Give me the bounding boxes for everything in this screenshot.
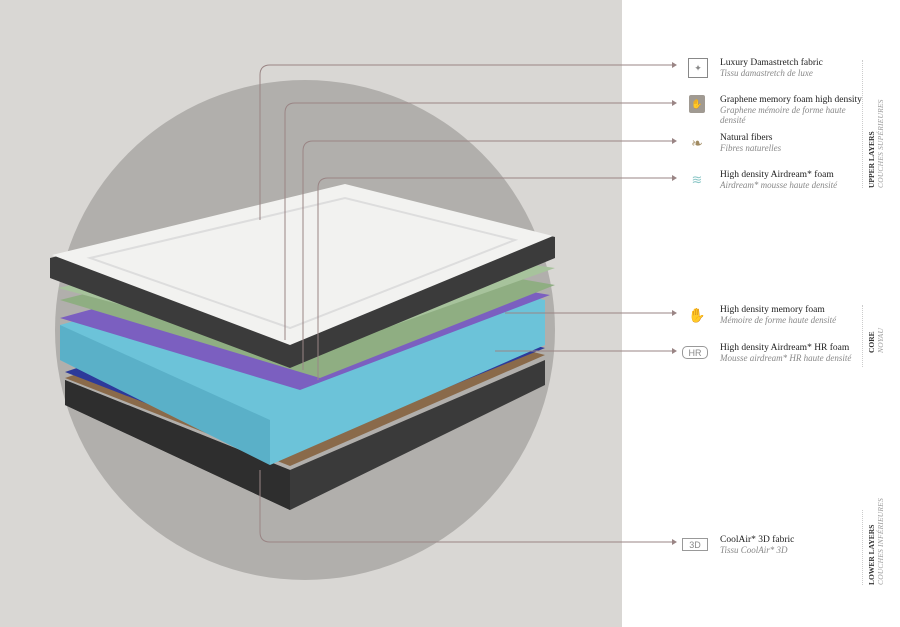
feature-subtitle: Mémoire de forme haute densité — [720, 315, 837, 325]
hand-print-icon: ✋ — [688, 306, 706, 323]
group-title: LOWER LAYERS — [867, 524, 876, 585]
hr-badge-icon: HR — [682, 346, 708, 359]
feature-title: High density memory foam — [720, 305, 825, 315]
leader-lines — [259, 64, 672, 543]
feature-subtitle: Tissu CoolAir* 3D — [720, 545, 788, 555]
group-subtitle: COUCHES SUPÉRIEURES — [876, 99, 885, 188]
feature-title: Luxury Damastretch fabric — [720, 58, 823, 68]
group-subtitle: NOYAU — [876, 327, 885, 353]
feature-title: Natural fibers — [720, 133, 773, 143]
3d-badge-icon: 3D — [682, 538, 708, 551]
feature-title: Graphene memory foam high density — [720, 95, 862, 105]
feature-subtitle: Mousse airdream* HR haute densité — [720, 353, 852, 363]
feature-title: High density Airdream* HR foam — [720, 343, 850, 353]
feature-subtitle: Airdream* mousse haute densité — [720, 180, 838, 190]
damask-fabric-icon: ✦ — [688, 58, 708, 78]
airdream-foam-icon: ≋ — [691, 172, 703, 187]
group-subtitle: COUCHES INFÉRIEURES — [876, 498, 885, 585]
feature-subtitle: Fibres naturelles — [720, 143, 782, 153]
group-title: CORE — [867, 331, 876, 353]
group-title: UPPER LAYERS — [867, 131, 876, 188]
leaf-icon: ❧ — [691, 134, 703, 151]
feature-title: High density Airdream* foam — [720, 170, 834, 180]
feature-subtitle: Graphene mémoire de forme haute densité — [720, 105, 846, 125]
feature-title: CoolAir* 3D fabric — [720, 535, 795, 545]
hand-memory-foam-icon: ✋ — [689, 95, 705, 113]
feature-subtitle: Tissu damastretch de luxe — [720, 68, 813, 78]
